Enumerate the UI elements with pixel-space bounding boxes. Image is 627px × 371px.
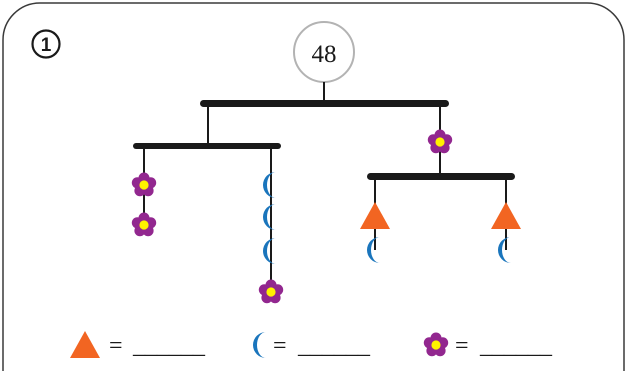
right-beam — [367, 173, 515, 180]
mobile-strings — [143, 82, 507, 292]
left-beam — [133, 143, 281, 149]
triangle-icon — [360, 202, 390, 229]
answer-blank[interactable]: ______ — [479, 333, 553, 359]
problem-number-badge: 1 — [31, 29, 61, 59]
moon-icon — [263, 172, 276, 198]
mobile-beams — [133, 100, 515, 180]
legend-flower: = ______ — [423, 332, 553, 359]
equals-sign: = — [455, 333, 469, 359]
triangle-icon — [70, 331, 100, 358]
total-value: 48 — [312, 41, 337, 68]
flower-icon — [258, 279, 284, 304]
moon-icon — [498, 237, 511, 263]
answer-blank[interactable]: ______ — [297, 333, 371, 359]
flower-icon — [423, 332, 449, 357]
moon-icon — [367, 237, 380, 263]
legend-moon: = ______ — [253, 332, 371, 359]
total-circle: 48 — [293, 21, 355, 83]
flower-icon — [131, 172, 157, 197]
equals-sign: = — [109, 333, 123, 359]
problem-number: 1 — [41, 35, 52, 56]
equals-sign: = — [273, 333, 287, 359]
top-beam — [200, 100, 449, 107]
moon-icon — [263, 238, 276, 264]
legend-triangle: = ______ — [70, 331, 206, 359]
answer-blank[interactable]: ______ — [132, 333, 206, 359]
moon-icon — [263, 204, 276, 230]
triangle-icon — [491, 202, 521, 229]
moon-icon — [253, 332, 266, 358]
flower-icon — [427, 129, 453, 154]
flower-icon — [131, 212, 157, 237]
